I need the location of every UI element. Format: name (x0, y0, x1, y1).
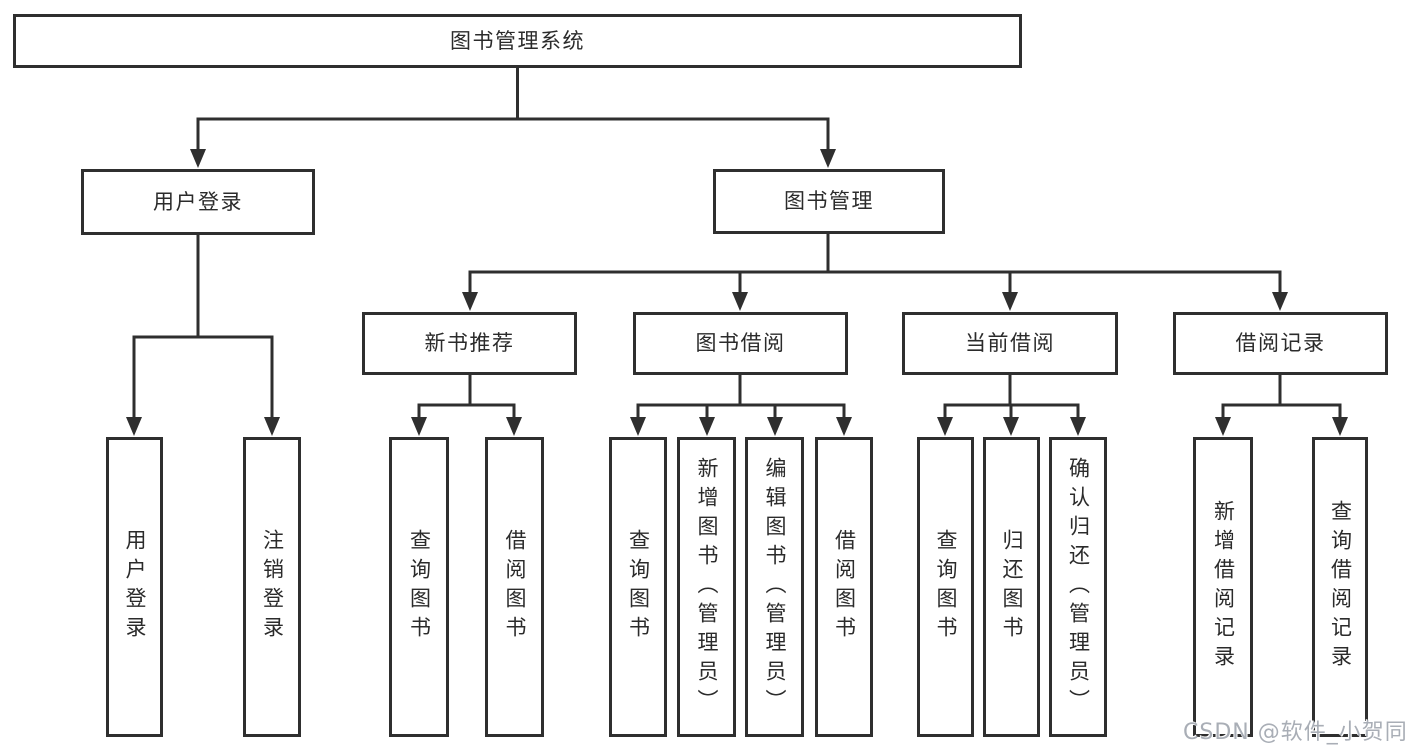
leaf-add-books-admin: 新增图书（管理员） (677, 437, 736, 737)
leaf-query-borrow-record: 查询借阅记录 (1312, 437, 1368, 737)
leaf-edit-books-admin: 编辑图书（管理员） (745, 437, 804, 737)
leaf-confirm-return-admin: 确认归还（管理员） (1049, 437, 1107, 737)
node-book-borrowing: 图书借阅 (633, 312, 848, 375)
arrowheads (126, 149, 1348, 436)
node-root: 图书管理系统 (13, 14, 1022, 68)
leaf-query-books-current: 查询图书 (917, 437, 974, 737)
node-borrow-records: 借阅记录 (1173, 312, 1388, 375)
leaf-user-login: 用户登录 (106, 437, 163, 737)
leaf-logout: 注销登录 (243, 437, 301, 737)
node-user-login: 用户登录 (81, 169, 315, 235)
leaf-add-borrow-record: 新增借阅记录 (1193, 437, 1253, 737)
leaf-borrow-books: 借阅图书 (815, 437, 873, 737)
node-new-book-recommend: 新书推荐 (362, 312, 577, 375)
node-book-management: 图书管理 (713, 169, 945, 234)
node-current-borrowing: 当前借阅 (902, 312, 1118, 375)
leaf-borrow-books-recommend: 借阅图书 (485, 437, 544, 737)
leaf-query-books-borrow: 查询图书 (609, 437, 667, 737)
leaf-query-books-recommend: 查询图书 (389, 437, 449, 737)
leaf-return-books: 归还图书 (983, 437, 1040, 737)
watermark: CSDN @软件_小贺同学 (1183, 720, 1405, 745)
